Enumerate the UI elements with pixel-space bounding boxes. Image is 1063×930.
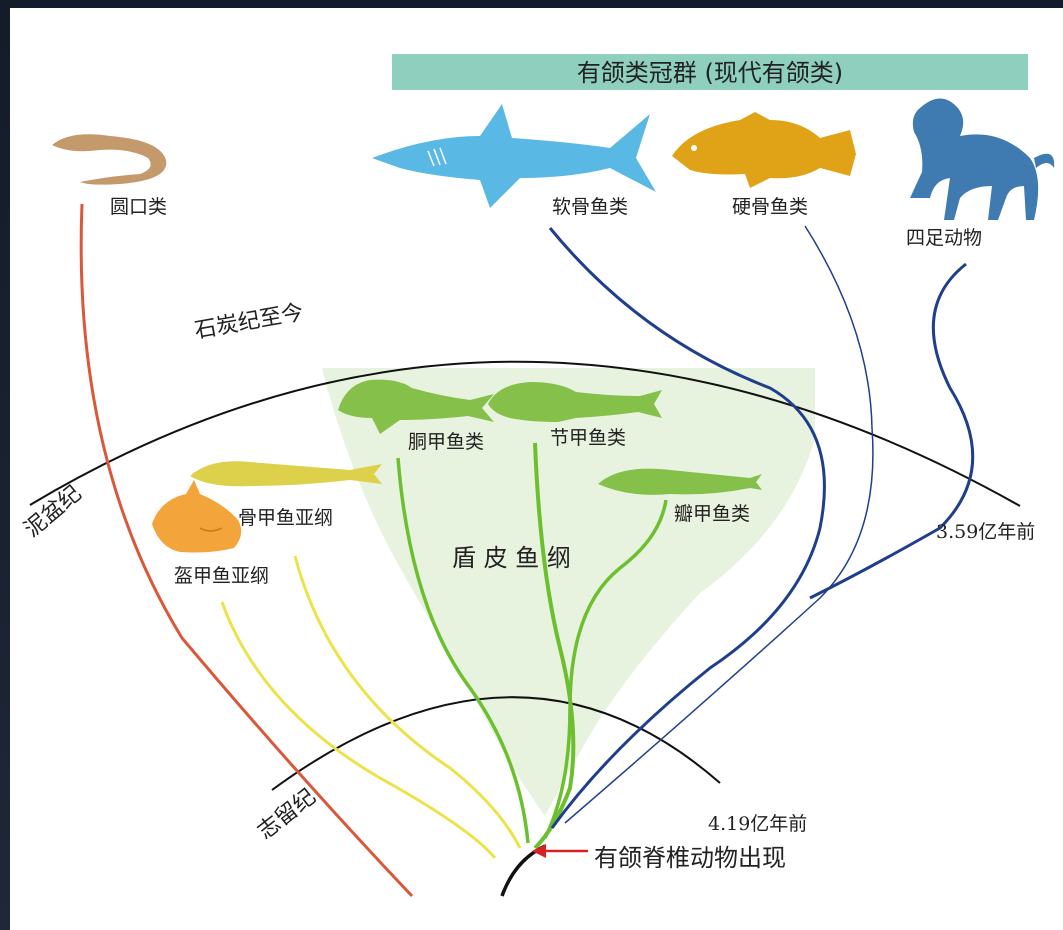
crown-group-banner-text: 有颌类冠群 (现代有颌类) [577, 59, 843, 87]
osteichthyes-label: 硬骨鱼类 [732, 196, 808, 218]
lamprey-icon [52, 134, 166, 184]
tetrapods-label: 四足动物 [906, 227, 982, 249]
antiarchi-label: 胴甲鱼类 [408, 431, 484, 453]
phylogeny-diagram: 有颌类冠群 (现代有颌类) [10, 8, 1063, 930]
shark-icon [372, 104, 656, 208]
origin-label: 有颌脊椎动物出现 [594, 844, 786, 872]
diagram-panel: 有颌类冠群 (现代有颌类) [10, 8, 1063, 930]
arthrodira-label: 节甲鱼类 [550, 427, 626, 449]
chondrichthyes-label: 软骨鱼类 [552, 196, 628, 218]
age-upper-label: 3.59亿年前 [936, 521, 1035, 543]
galeaspida-fish-icon [152, 480, 241, 553]
bony-fish-icon [672, 112, 856, 188]
placodermi-group-label: 盾 皮 鱼 纲 [452, 544, 571, 572]
age-lower-label: 4.19亿年前 [708, 813, 807, 835]
cyclostome-lineage [81, 204, 412, 896]
osteostraci-label: 骨甲鱼亚纲 [238, 507, 333, 529]
tetrapod-lineage [810, 264, 973, 598]
rhenanida-label: 瓣甲鱼类 [674, 503, 750, 525]
galeaspida-label: 盔甲鱼亚纲 [174, 565, 269, 587]
cyclostomes-label: 圆口类 [110, 196, 167, 218]
silurian-label: 志留纪 [253, 784, 320, 844]
devonian-label: 泥盆纪 [20, 481, 87, 543]
carboniferous-label: 石炭纪至今 [193, 300, 306, 344]
tetrapod-monkey-icon [910, 98, 1054, 220]
